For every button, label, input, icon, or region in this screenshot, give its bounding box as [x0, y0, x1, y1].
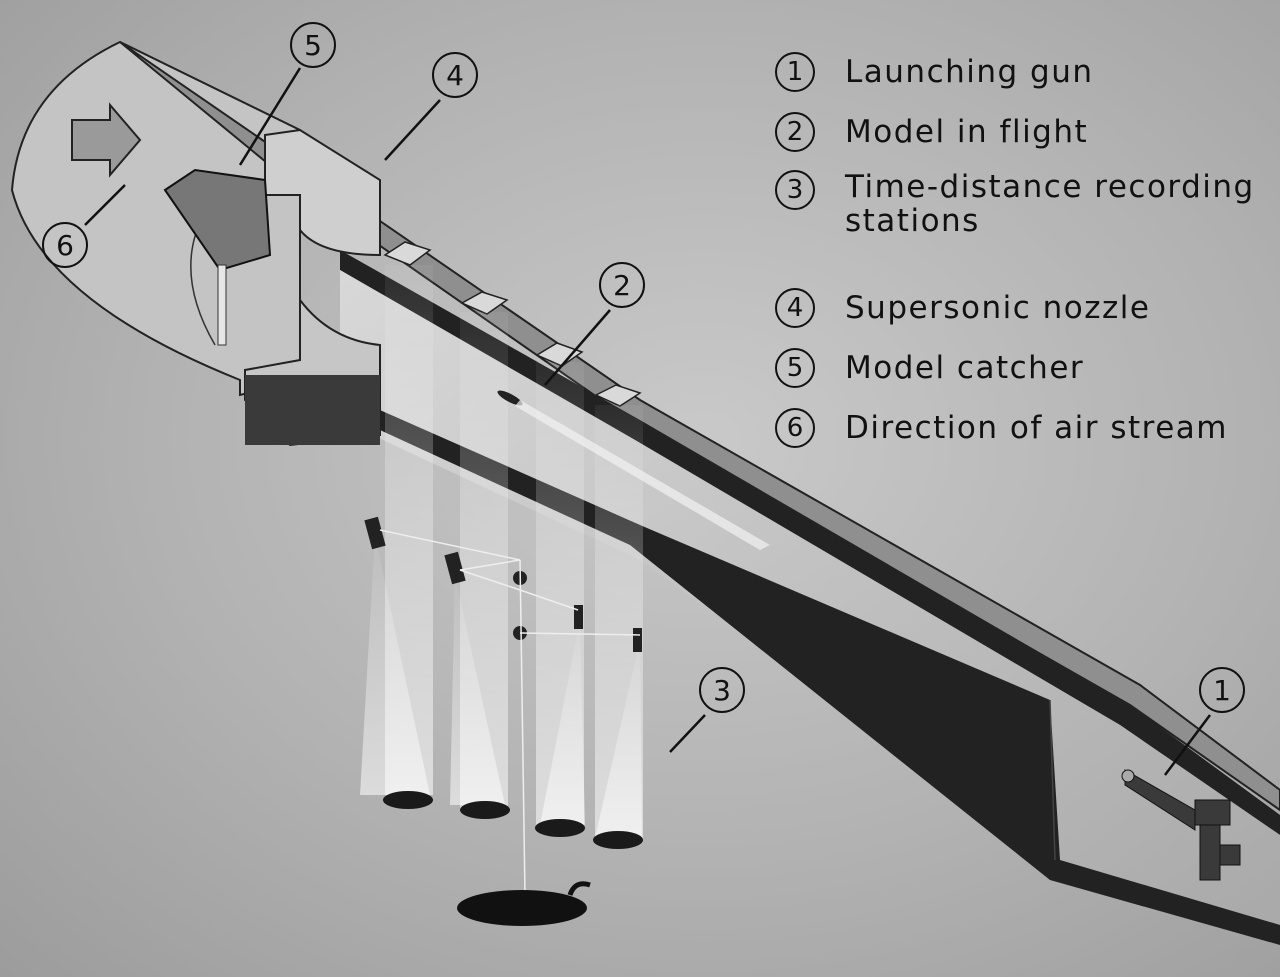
section-line [1049, 699, 1056, 861]
model-in-flight [497, 390, 523, 406]
recording-cameras [364, 516, 642, 652]
recorder-disc [457, 890, 587, 926]
callout-6: 6 [42, 222, 88, 268]
receivers [383, 791, 643, 849]
legend-label: Model in flight [845, 114, 1089, 150]
legend-label: Launching gun [845, 54, 1094, 90]
legend: 1 Launching gun 2 Model in flight 3 Time-di… [775, 42, 1265, 458]
model-catcher [163, 168, 272, 272]
nozzle-block-upper [264, 128, 381, 257]
legend-item: 2 Model in flight [775, 102, 1265, 162]
legend-number: 3 [775, 170, 815, 210]
legend-number: 2 [775, 112, 815, 152]
tunnel-bottom-wall [380, 410, 1280, 945]
legend-item: 4 Supersonic nozzle [775, 278, 1265, 338]
nozzle-block-front [245, 375, 380, 445]
light-lines [379, 529, 641, 896]
legend-label: Time-distance recording stations [845, 169, 1255, 239]
legend-number: 1 [775, 52, 815, 92]
legend-number: 5 [775, 348, 815, 388]
launching-gun [1121, 769, 1241, 881]
observation-windows [383, 241, 642, 407]
callout-4: 4 [432, 52, 478, 98]
legend-item: 6 Direction of air stream [775, 398, 1265, 458]
legend-label: Model catcher [845, 350, 1085, 386]
callout-2: 2 [599, 262, 645, 308]
legend-number: 4 [775, 288, 815, 328]
legend-label: Supersonic nozzle [845, 290, 1151, 326]
legend-item: 3 Time-distance recording stations [775, 162, 1265, 278]
light-beams [360, 265, 643, 840]
legend-label: Direction of air stream [845, 410, 1228, 446]
catcher-post [217, 264, 227, 346]
callout-1: 1 [1199, 667, 1245, 713]
leader-lines [84, 67, 1211, 776]
callout-3: 3 [699, 667, 745, 713]
callout-5: 5 [290, 22, 336, 68]
legend-item: 1 Launching gun [775, 42, 1265, 102]
model-wake [515, 400, 770, 550]
air-stream-arrow [71, 102, 142, 178]
recorder-arm [567, 881, 591, 896]
legend-item: 5 Model catcher [775, 338, 1265, 398]
legend-number: 6 [775, 408, 815, 448]
